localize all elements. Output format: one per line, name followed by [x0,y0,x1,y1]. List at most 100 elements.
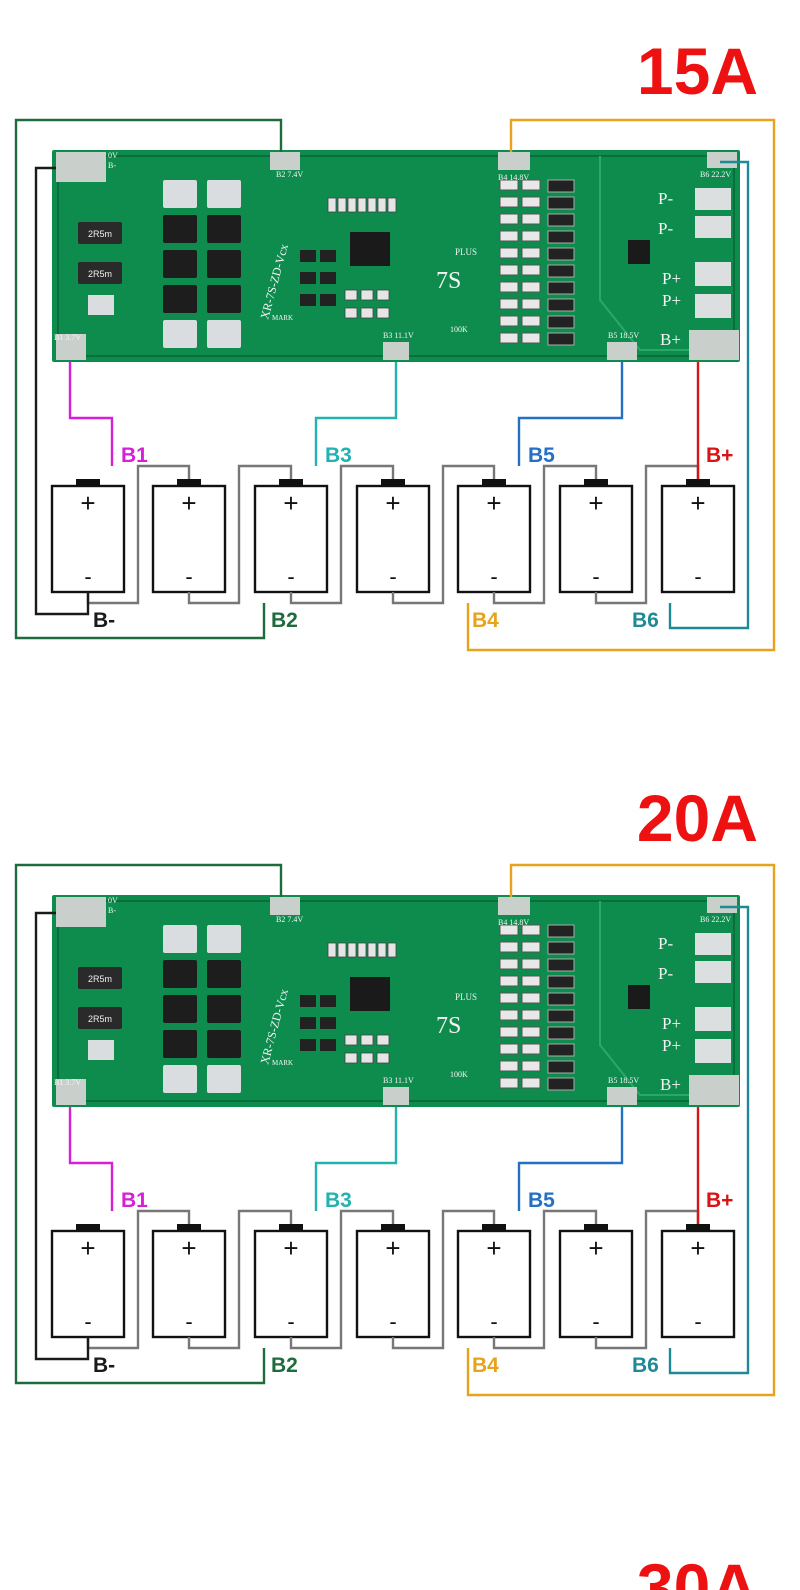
smd-resistor [499,315,519,327]
silkscreen-text: 0V [108,151,118,160]
cell-plus-label: + [181,1233,196,1263]
cell-plus-label: + [690,1233,705,1263]
smd-resistor [344,307,358,319]
output-pad [695,961,731,983]
silkscreen-text: P+ [662,1036,681,1055]
smd-resistor [521,958,541,970]
led-pad [207,180,241,208]
smd-resistor [499,264,519,276]
cell-minus-label: - [490,564,497,589]
resistor-label: 2R5m [88,1014,112,1024]
transistor [320,1017,336,1029]
smd-resistor [521,196,541,208]
silkscreen-text: PLUS [455,992,477,1002]
smd-resistor [499,1043,519,1055]
b5-wire [517,1107,624,1211]
mosfet-chip [207,995,241,1023]
solder-pad [607,1087,637,1105]
cell-minus-label: - [389,564,396,589]
smd-resistor [499,298,519,310]
transistor [547,1077,575,1091]
b6-wire [668,160,750,630]
b-minus-wire [34,911,90,1361]
output-pad [695,1039,731,1063]
battery-cell-icon [686,479,710,487]
controller-ic [350,977,390,1011]
cell-minus-label: - [490,1309,497,1334]
smd-resistor [499,992,519,1004]
cell-minus-label: - [592,564,599,589]
silkscreen-text: 7S [436,268,461,294]
b4-label: B4 [472,1354,499,1377]
smd-resistor [360,289,374,301]
silkscreen-text: B3 11.1V [383,331,414,340]
smd-resistor [347,942,357,958]
mosfet-chip [163,285,197,313]
solder-pad [498,152,530,170]
shunt-resistor [78,262,122,284]
smd-resistor [499,941,519,953]
smd-resistor [499,332,519,344]
battery-cell-icon [279,1224,303,1232]
smd-resistor [337,942,347,958]
b4-wire [466,118,776,652]
output-pad [695,262,731,286]
smd-resistor [327,197,337,213]
cell-minus-label: - [185,1309,192,1334]
silkscreen-text: MARK [272,314,293,322]
silkscreen-text: B- [108,161,116,170]
output-pad [695,933,731,955]
smd-resistor [357,197,367,213]
mosfet-chip [207,960,241,988]
silkscreen-text: P- [658,219,673,238]
mosfet-chip [207,250,241,278]
cell-minus-label: - [389,1309,396,1334]
mosfet-chip [163,250,197,278]
smd-resistor [357,942,367,958]
solder-pad [607,342,637,360]
smd-resistor [521,213,541,225]
smd-resistor [347,197,357,213]
pcb-trace [599,901,732,1096]
battery-cell-icon [381,479,405,487]
smd-resistor [376,1052,390,1064]
smd-resistor [499,179,519,191]
transistor [300,250,316,262]
cell-minus-label: - [84,1309,91,1334]
cell-minus-label: - [592,1309,599,1334]
solder-pad [707,152,737,168]
silkscreen-text: P+ [662,1014,681,1033]
transistor [547,924,575,938]
battery-cell-icon [558,1229,634,1339]
series-link-wire [391,1209,496,1350]
cell-plus-label: + [486,1233,501,1263]
smd-resistor [360,1052,374,1064]
shunt-resistor [78,1007,122,1029]
cell-minus-label: - [694,564,701,589]
transistor [547,992,575,1006]
silkscreen-text: P+ [662,291,681,310]
smd-resistor [376,1034,390,1046]
transistor [547,315,575,329]
silkscreen-text: P- [658,934,673,953]
smd-resistor [521,264,541,276]
transistor [547,975,575,989]
silkscreen-text: P- [658,964,673,983]
led-pad [88,1040,114,1060]
smd-resistor [387,942,397,958]
silkscreen-text: B4 14.8V [498,918,529,927]
smd-resistor [499,196,519,208]
battery-cell-icon [177,479,201,487]
battery-cell-icon [686,1224,710,1232]
rating-label: 20A [636,781,758,855]
silkscreen-text: 100K [450,325,468,334]
silkscreen-text: B1 3.7V [54,333,81,342]
silkscreen-text: 100K [450,1070,468,1079]
series-link-wire [187,464,293,605]
series-link-wire [492,464,598,605]
transistor [547,1009,575,1023]
cell-plus-label: + [80,488,95,518]
